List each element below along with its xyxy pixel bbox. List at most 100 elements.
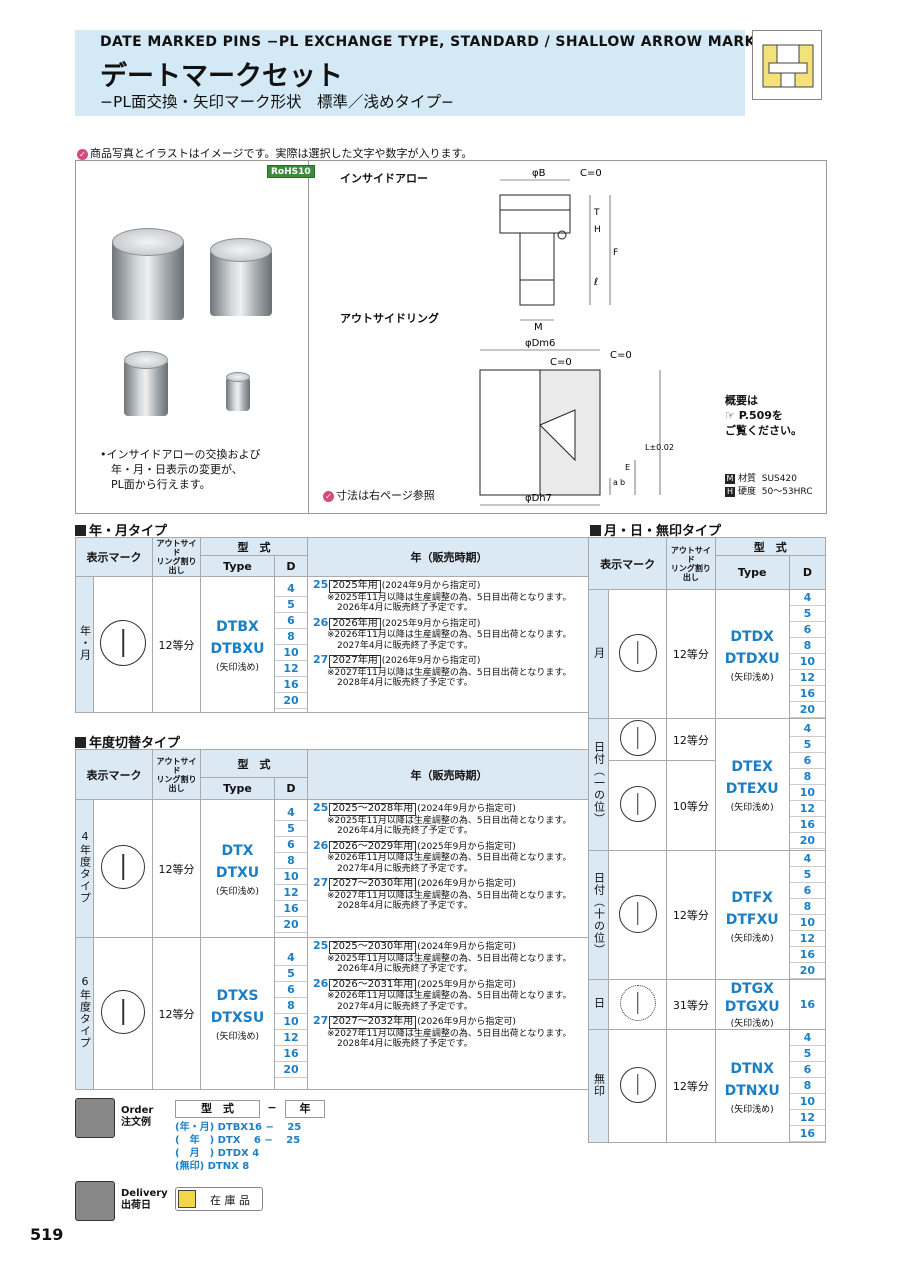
d-value: 8 <box>789 1078 825 1094</box>
type-dtxs: DTXS <box>216 988 259 1004</box>
d-value: 16 <box>789 686 825 702</box>
order-row: (無印) DTNX 8 <box>175 1161 250 1172</box>
d-value: 10 <box>789 785 825 801</box>
row-label-6yr: 6年度タイプ <box>75 937 94 1090</box>
year-note: 2026年4月に販売終了予定です。 <box>337 826 473 836</box>
row-label-text: 日付（十の位） <box>592 871 606 956</box>
d-value: 20 <box>789 702 825 718</box>
dial-cell <box>608 718 668 761</box>
col-mark: 表示マーク <box>587 537 668 590</box>
division: 12等分 <box>666 1029 716 1143</box>
page-number: 519 <box>30 1225 64 1244</box>
col-d: D <box>788 555 827 590</box>
col-model: 型 式 <box>200 537 308 556</box>
d-value: 20 <box>275 917 307 933</box>
year-spec: (2024年9月から指定可) <box>381 581 481 591</box>
d-value: 6 <box>789 622 825 638</box>
year-note: 2027年4月に販売終了予定です。 <box>337 640 473 651</box>
year-box: 2026～2031年用 <box>329 978 417 991</box>
year-note: ※2025年11月以降は生産調整の為、5日目出荷となります。 <box>327 953 572 964</box>
d-value: 4 <box>275 950 307 966</box>
year-note: 2027年4月に販売終了予定です。 <box>337 863 473 874</box>
type-dtx: DTX <box>221 843 254 859</box>
type-dtnxu: DTNXU <box>724 1082 780 1099</box>
hardness-label: 硬度 <box>738 487 757 497</box>
d-value: 12 <box>275 661 307 677</box>
row-label-month: 月 <box>587 589 610 719</box>
dim-c0-mid: C=0 <box>550 357 572 368</box>
d-value: 10 <box>275 645 307 661</box>
col-outside-l1: アウトサイド <box>156 539 197 557</box>
d-value: 8 <box>789 769 825 785</box>
material-label: 材質 <box>738 474 757 484</box>
year-box: 2026～2029年用 <box>329 840 417 853</box>
year-box: 2026年用 <box>329 617 381 630</box>
row-label-text: 4年度タイプ <box>78 830 92 904</box>
year-box: 2025～2030年用 <box>329 941 417 954</box>
type-note: (矢印浅め) <box>730 1019 774 1029</box>
phone-icon <box>75 1098 115 1138</box>
dim-L: L±0.02 <box>645 443 674 452</box>
type-dtfxu: DTFXU <box>725 911 779 928</box>
col-outside-l1: アウトサイド <box>156 756 197 775</box>
dial-icon <box>618 894 657 933</box>
overview-link[interactable]: ☞ P.509を <box>725 408 802 423</box>
box-icon <box>178 1190 196 1208</box>
type-dtbx: DTBX <box>216 619 259 635</box>
d-value: 5 <box>275 597 307 613</box>
row-label-text: 日 <box>592 997 606 1009</box>
top-note-text: 商品写真とイラストはイメージです。実際は選択した文字や数字が入ります。 <box>90 147 473 160</box>
division: 12等分 <box>666 850 716 980</box>
year-number: 25 <box>313 801 329 814</box>
dial-cell <box>608 589 668 719</box>
size-note-text: 寸法は右ページ参照 <box>336 489 435 502</box>
year-note: 2028年4月に販売終了予定です。 <box>337 1039 473 1049</box>
col-type: Type <box>200 777 275 800</box>
row-label-text: 月 <box>592 646 606 659</box>
year-number: 27 <box>313 876 329 889</box>
d-value: 6 <box>275 613 307 629</box>
dial-icon <box>618 633 657 672</box>
d-value: 16 <box>275 901 307 917</box>
dim-a: a <box>613 478 618 487</box>
d-value: 4 <box>789 1030 825 1046</box>
year-box: 2027～2030年用 <box>329 878 417 891</box>
table-month-day: 表示マーク アウトサイドリング割り出し 型 式 Type D 月 12等分 DT… <box>587 537 827 1143</box>
col-model: 型 式 <box>200 749 308 778</box>
year-note: ※2027年11月以降は生産調整の為、5日目出荷となります。 <box>327 1028 572 1039</box>
type-dtex: DTEX <box>731 759 773 775</box>
type-dtdx: DTDX <box>730 628 774 645</box>
division: 12等分 <box>152 937 201 1090</box>
inside-arrow-label: インサイドアロー <box>340 172 428 185</box>
year-spec: (2025年9月から指定可) <box>381 618 481 629</box>
year-note: ※2025年11月以降は生産調整の為、5日目出荷となります。 <box>327 592 572 603</box>
year-note: 2027年4月に販売終了予定です。 <box>337 1001 473 1012</box>
product-photo-small <box>124 360 168 416</box>
d-value: 4 <box>275 581 307 597</box>
row-label-text: 無印 <box>592 1072 606 1097</box>
d-value: 6 <box>275 982 307 998</box>
type-note: (矢印浅め) <box>730 672 774 683</box>
dim-T: T <box>593 208 600 218</box>
type-note: (矢印浅め) <box>215 887 260 897</box>
d-value: 10 <box>789 654 825 670</box>
d-value: 5 <box>789 867 825 883</box>
year-note: ※2026年11月以降は生産調整の為、5日目出荷となります。 <box>327 853 572 863</box>
hardness-icon: H <box>725 487 735 497</box>
